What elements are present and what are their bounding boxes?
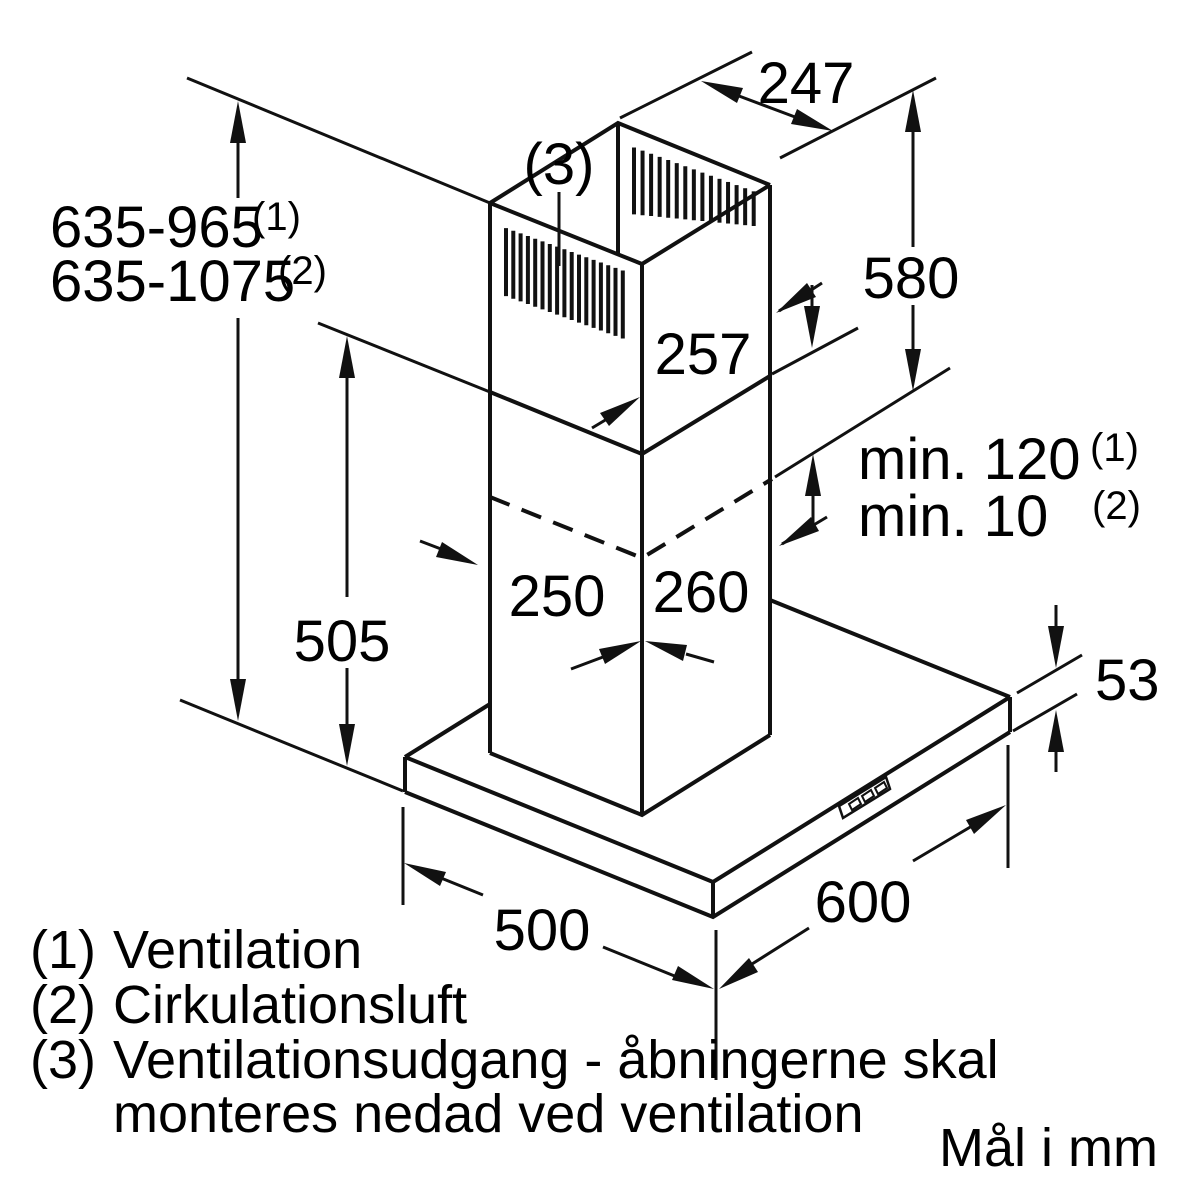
label-total-height-vent-ref: (1): [252, 195, 301, 239]
label-total-height-recirc-ref: (2): [278, 249, 327, 293]
leader-upper-chimney: [591, 417, 608, 430]
ext-53: [1012, 653, 1083, 733]
ext-seam-right: [771, 326, 859, 376]
label-min-10: min. 10: [858, 484, 1048, 549]
reference-lines: [179, 50, 1083, 1080]
label-min-120: min. 120: [858, 427, 1080, 492]
legend-marker-1: (1): [30, 920, 96, 980]
legend-text-3b: monteres nedad ved ventilation: [113, 1084, 864, 1144]
canopy-bottom-reference-line: [179, 698, 404, 793]
hood-canopy: [403, 598, 1012, 920]
ext-dashed-right: [774, 366, 951, 479]
label-505: 505: [294, 609, 391, 674]
dim-line-500: [440, 876, 678, 979]
leader-lower-chimney: [419, 539, 442, 551]
canopy-top-backright-edge: [769, 598, 1011, 699]
units-note: Mål i mm: [939, 1118, 1158, 1178]
label-257: 257: [655, 322, 752, 387]
dim-line-600: [751, 824, 973, 966]
label-250: 250: [509, 564, 606, 629]
label-53: 53: [1095, 648, 1160, 713]
label-min-120-ref: (1): [1090, 426, 1139, 470]
label-260: 260: [653, 560, 750, 625]
label-580: 580: [863, 246, 960, 311]
label-total-height-vent: 635-965: [50, 195, 263, 260]
dimension-labels: 635-965 (1) 635-1075 (2) (3) 247 580 257…: [50, 51, 1160, 963]
legend-marker-2: (2): [30, 975, 96, 1035]
legend-text-1: Ventilation: [113, 920, 362, 980]
label-500: 500: [494, 898, 591, 963]
control-panel-icon: [837, 775, 892, 820]
label-callout-3: (3): [524, 132, 595, 197]
canopy-top-backleft-edge: [403, 702, 492, 759]
chimney: [488, 120, 774, 818]
legend: (1) Ventilation (2) Cirkulationsluft (3)…: [30, 920, 1158, 1178]
legend-text-3a: Ventilationsudgang - åbningerne skal: [113, 1030, 999, 1090]
canopy-bottom-edges: [404, 730, 1012, 920]
ext-247-580-right: [779, 76, 937, 160]
legend-text-2: Cirkulationsluft: [113, 975, 467, 1035]
canopy-corner-edges: [403, 697, 1012, 917]
legend-marker-3: (3): [30, 1030, 96, 1090]
label-total-height-recirc: 635-1075: [50, 249, 295, 314]
dim-line-247: [738, 94, 796, 119]
chimney-telescope-seam: [489, 374, 772, 457]
label-min-10-ref: (2): [1092, 484, 1141, 528]
chimney-min-overlap-dashed-line: [489, 477, 774, 561]
dimension-lines: [230, 81, 1064, 989]
label-247: 247: [758, 51, 855, 116]
vent-slots-left-icon: [504, 228, 625, 339]
label-600: 600: [815, 870, 912, 935]
dim-line-250-260: [570, 652, 715, 671]
vent-slots-right-icon: [632, 147, 756, 227]
ext-247-left: [619, 50, 753, 120]
seam-reference-line-left: [317, 321, 491, 394]
chimney-base-junction: [489, 733, 772, 818]
ceiling-reference-line: [186, 76, 491, 205]
